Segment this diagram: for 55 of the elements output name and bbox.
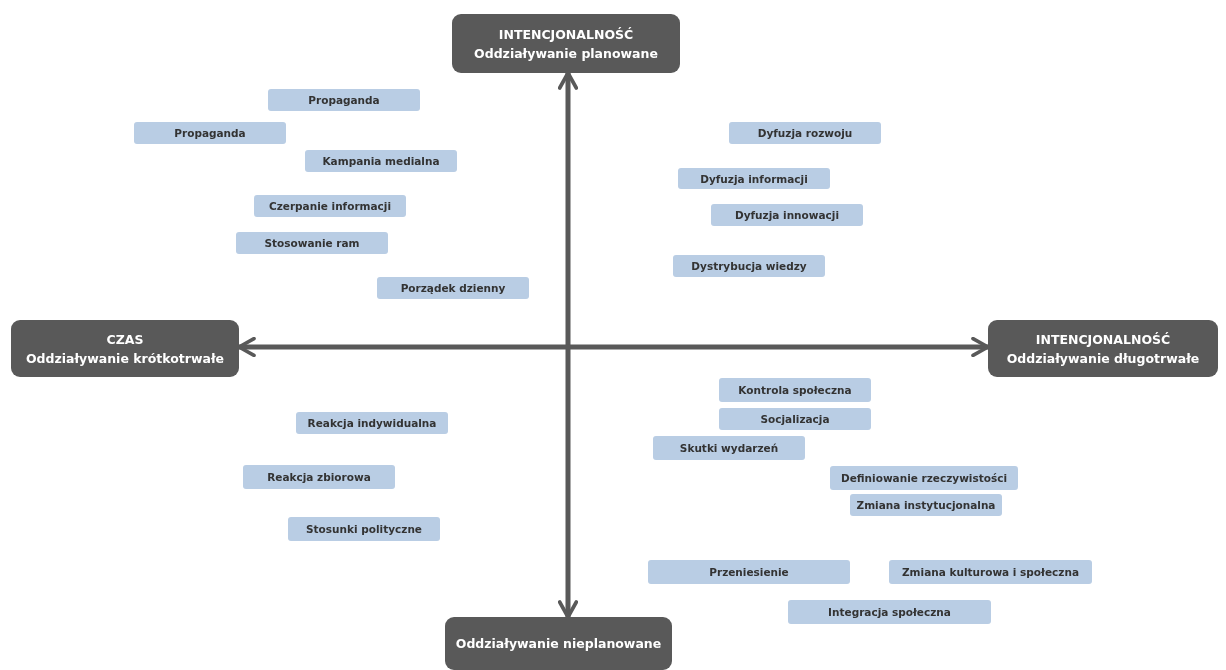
axis-label-box (445, 617, 672, 670)
concept-box (673, 255, 825, 277)
concept-label: Propaganda (174, 127, 246, 139)
concept-box (678, 168, 830, 189)
concept-box (236, 232, 388, 254)
axis-heading: CZAS (106, 330, 144, 349)
concept-box (305, 150, 457, 172)
concept-box (254, 195, 406, 217)
axis-heading: INTENCJONALNOŚĆ (498, 25, 634, 44)
concept-label: Dyfuzja informacji (700, 172, 808, 185)
concept-box (788, 600, 991, 624)
concept-label: Socjalizacja (760, 413, 830, 425)
concept-label: Kontrola społeczna (738, 384, 852, 396)
concept-label: Propaganda (308, 94, 380, 106)
concept-box (296, 412, 448, 434)
concept-label: Dyfuzja innowacji (735, 209, 839, 221)
concept-box (850, 494, 1002, 516)
concept-label: Kampania medialna (322, 155, 440, 167)
double-arrow (237, 336, 990, 358)
concept-label: Czerpanie informacji (268, 200, 392, 212)
concept-label: Zmiana instytucjonalna (856, 499, 996, 511)
axis-label: Oddziaływanie krótkotrwałe (25, 349, 225, 368)
concept-box (830, 466, 1018, 490)
concept-label: Stosowanie ram (264, 237, 360, 249)
concept-box (729, 122, 881, 144)
concept-label: Reakcja indywidualna (307, 417, 437, 429)
concept-box (134, 122, 286, 144)
axis-label: Oddziaływanie planowane (474, 44, 658, 63)
concept-box (243, 465, 395, 489)
concept-label: Skutki wydarzeń (679, 442, 779, 454)
axis-label-box (11, 320, 239, 377)
axis-label: Oddziaływanie długotrwałe (1006, 349, 1200, 368)
double-arrow (557, 71, 579, 619)
concept-label: Reakcja zbiorowa (267, 471, 371, 483)
concept-label: Przeniesienie (709, 566, 789, 578)
concept-box (719, 408, 871, 430)
axis-heading: INTENCJONALNOŚĆ (1035, 330, 1171, 349)
concept-box (719, 378, 871, 402)
concept-label: Zmiana kulturowa i społeczna (902, 566, 1079, 578)
axis-label-box (452, 14, 680, 73)
concept-box (889, 560, 1092, 584)
axis-label-box (988, 320, 1218, 377)
concept-box (711, 204, 863, 226)
concept-box (648, 560, 850, 584)
concept-label: Dystrybucja wiedzy (691, 260, 807, 272)
concept-label: Porządek dzienny (400, 282, 506, 294)
concept-label: Integracja społeczna (828, 606, 951, 618)
concept-label: Stosunki polityczne (306, 523, 422, 535)
concept-box (288, 517, 440, 541)
concept-box (653, 436, 805, 460)
concept-box (268, 89, 420, 111)
concept-label: Definiowanie rzeczywistości (841, 472, 1007, 484)
axis-label: Oddziaływanie nieplanowane (455, 635, 662, 653)
concept-box (377, 277, 529, 299)
concept-label: Dyfuzja rozwoju (757, 127, 853, 139)
